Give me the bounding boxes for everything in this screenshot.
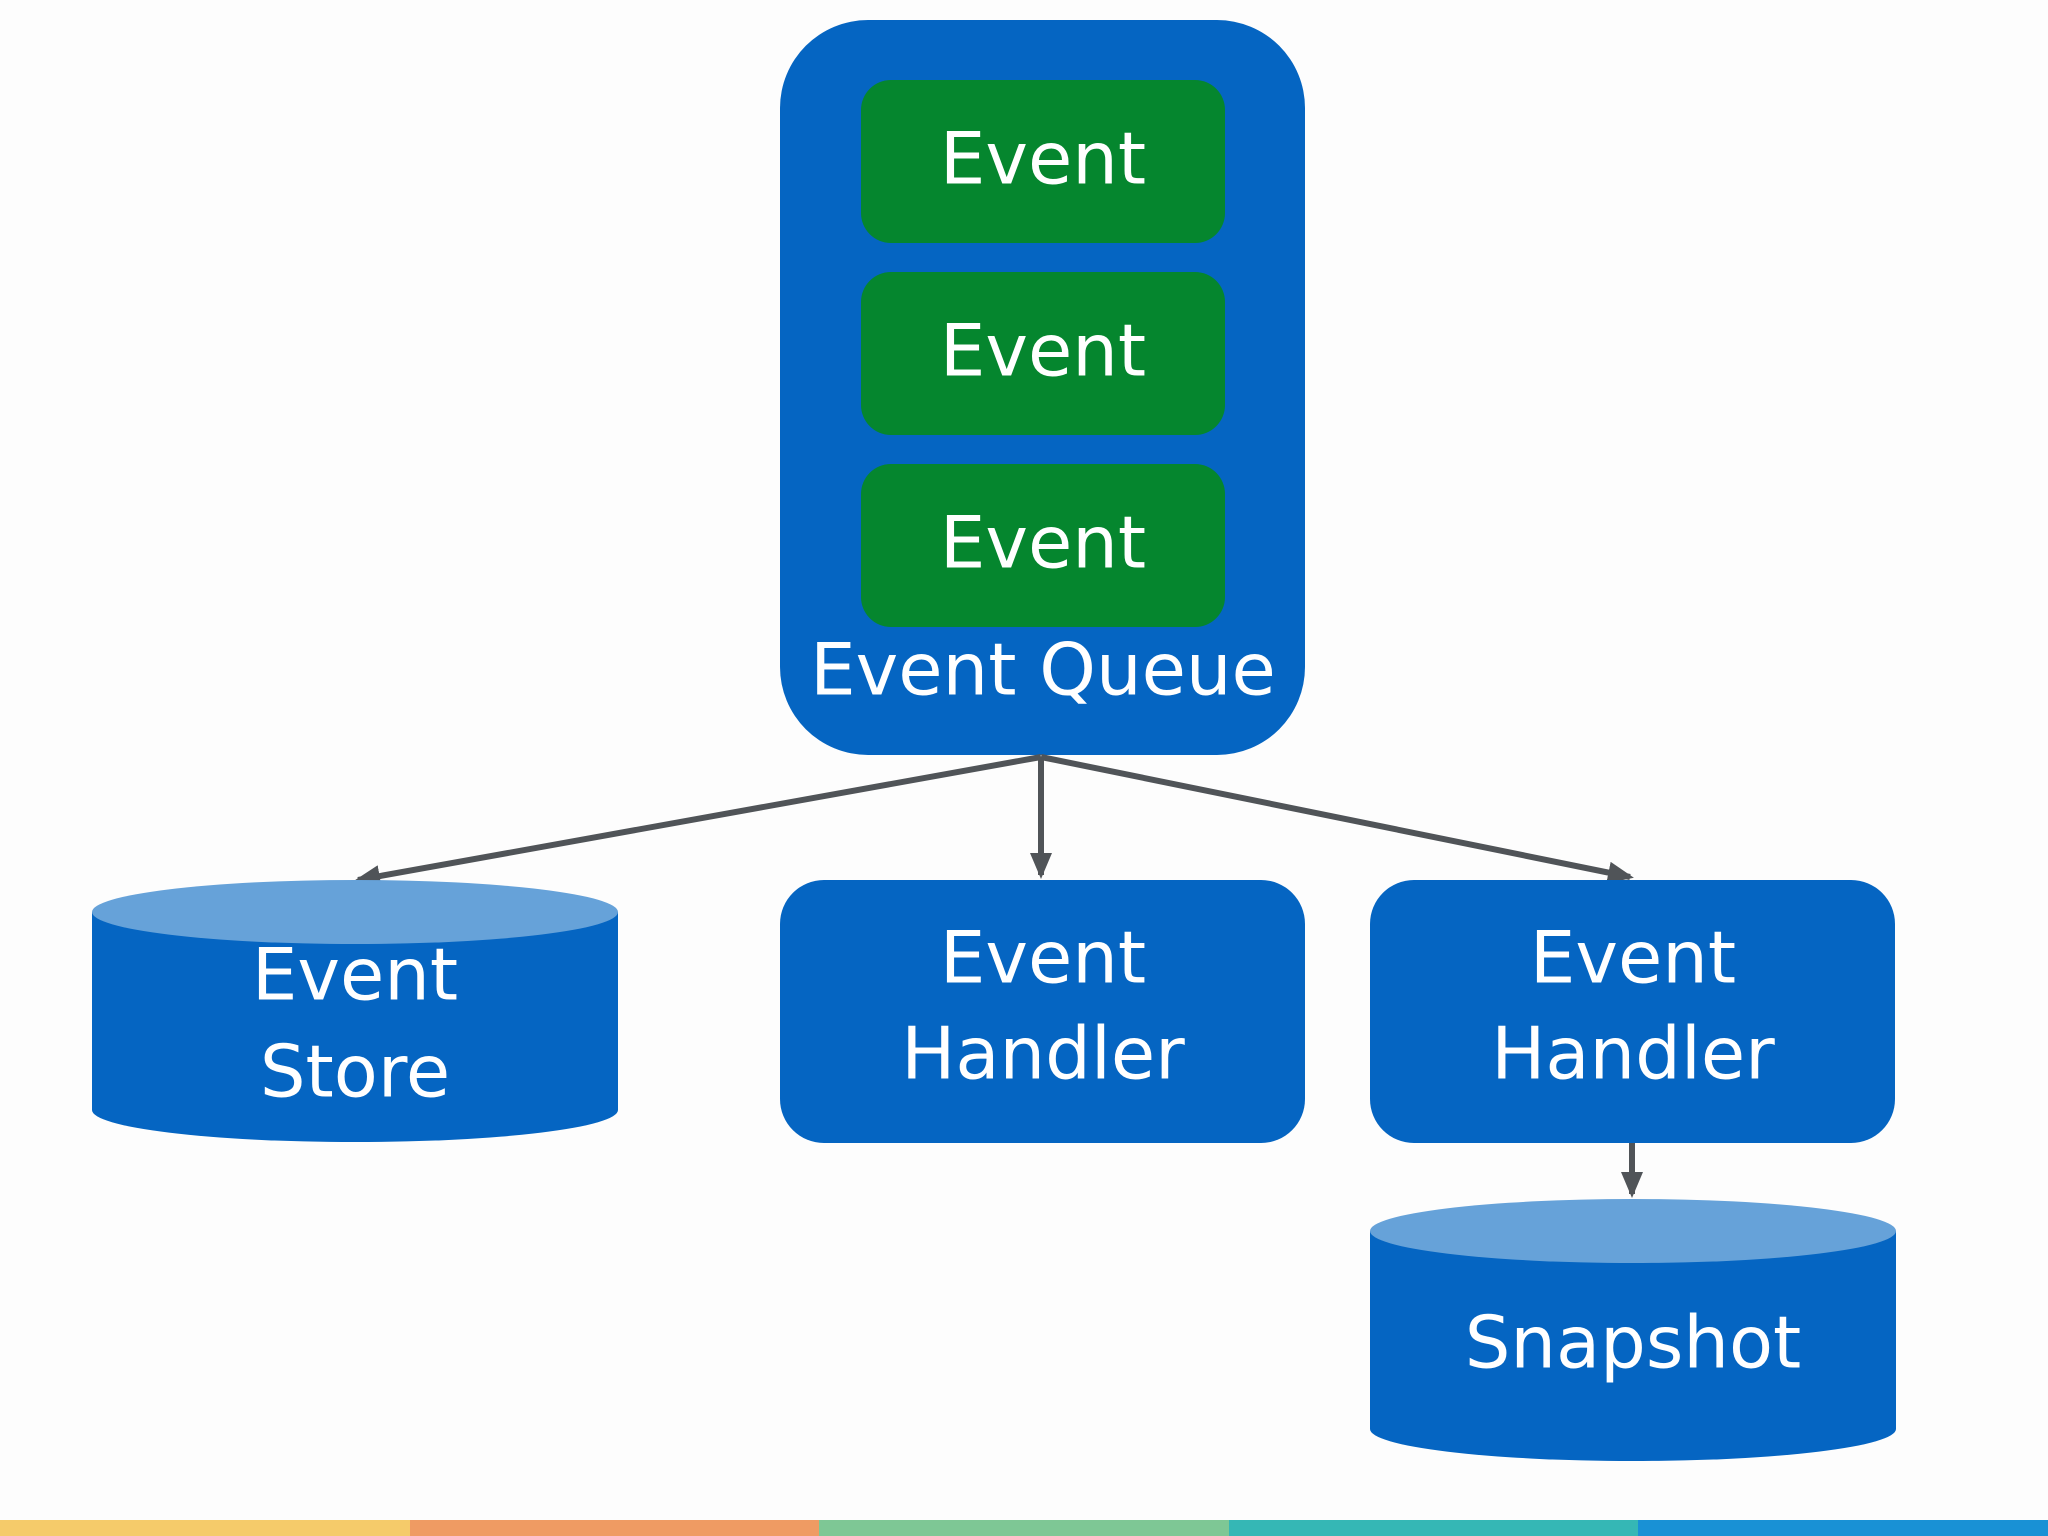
strip-segment <box>1638 1520 2048 1536</box>
strip-segment <box>409 1520 820 1536</box>
cylinder-top <box>92 880 618 944</box>
event-handler-1: Event Handler <box>780 880 1305 1143</box>
event-box <box>861 80 1225 243</box>
event-label: Event <box>940 501 1146 585</box>
event-handler-2: Event Handler <box>1370 880 1895 1143</box>
cylinder-body <box>92 912 618 1142</box>
event-store-line1: Event <box>252 933 458 1017</box>
strip-segment <box>819 1520 1229 1536</box>
event-queue-label: Event Queue <box>810 628 1276 712</box>
snapshot-cylinder: Snapshot <box>1370 1199 1896 1461</box>
event-box <box>861 464 1225 627</box>
event-label: Event <box>940 117 1146 201</box>
event-handler-line1: Event <box>1530 916 1736 1000</box>
strip-segment <box>1228 1520 1639 1536</box>
event-label: Event <box>940 309 1146 393</box>
bottom-color-strip <box>0 1520 2048 1536</box>
event-handler-line2: Handler <box>901 1012 1185 1096</box>
event-handler-line1: Event <box>940 916 1146 1000</box>
event-handler-box <box>1370 880 1895 1143</box>
event-handler-box <box>780 880 1305 1143</box>
arrow-to-handler-2 <box>1040 754 1634 884</box>
event-queue: Event Event Event Event Queue <box>780 20 1305 755</box>
event-store-cylinder: Event Store <box>92 880 618 1142</box>
event-item-1: Event <box>861 80 1225 243</box>
event-item-3: Event <box>861 464 1225 627</box>
cylinder-top <box>1370 1199 1896 1263</box>
arrow-to-event-store <box>354 754 1042 887</box>
strip-segment <box>0 1520 410 1536</box>
event-item-2: Event <box>861 272 1225 435</box>
arrows <box>354 754 1643 1198</box>
event-box <box>861 272 1225 435</box>
event-handler-line2: Handler <box>1491 1012 1775 1096</box>
snapshot-label: Snapshot <box>1465 1301 1802 1385</box>
cylinder-body <box>1370 1231 1896 1461</box>
event-store-line2: Store <box>260 1030 450 1114</box>
